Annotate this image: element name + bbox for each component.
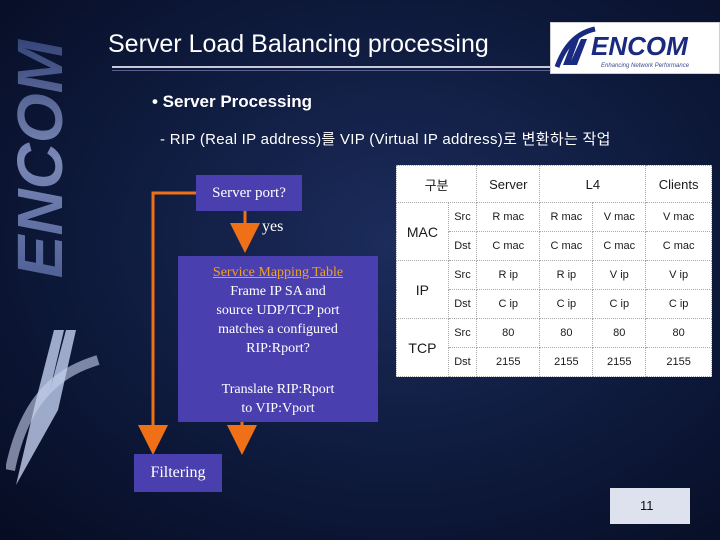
translation-table: 구분 Server L4 Clients MAC Src R mac R mac…	[395, 165, 712, 377]
table-cell: V mac	[645, 202, 712, 232]
table-row: TCP Src 80 80 80 80	[396, 318, 712, 377]
bullet-heading: • Server Processing	[152, 92, 312, 111]
title-rule	[112, 66, 718, 68]
table-cell: 2155	[539, 347, 594, 377]
table-cell: C ip	[645, 289, 712, 319]
mapping-line: RIP:Rport?	[246, 341, 310, 356]
table-cell: Dst	[447, 231, 478, 261]
table-cell: V ip	[645, 260, 712, 290]
table-cell: V mac	[592, 202, 647, 232]
watermark-text: ENCOM	[6, 38, 76, 278]
slide-title: Server Load Balancing processing	[108, 30, 489, 58]
encom-watermark-logo: ENCOM	[6, 38, 100, 485]
table-cell: Src	[447, 260, 478, 290]
group-cell: IP	[396, 260, 449, 319]
table-row: Dst C mac C mac C mac C mac	[397, 231, 712, 261]
filtering-box: Filtering	[134, 454, 222, 492]
table-cell: C mac	[476, 231, 541, 261]
table-header-row: 구분 Server L4 Clients	[395, 165, 712, 203]
translate-line: Translate RIP:Rport	[221, 382, 335, 397]
yes-label: yes	[262, 218, 284, 235]
table-cell: R mac	[476, 202, 541, 232]
table-cell: 80	[645, 318, 712, 348]
mapping-box: Service Mapping Table Frame IP SA and so…	[178, 256, 378, 422]
server-port-decision: Server port?	[196, 175, 302, 211]
header-cell: L4	[539, 165, 647, 203]
header-cell: Clients	[645, 165, 712, 203]
table-cell: C ip	[539, 289, 594, 319]
header-cell: 구분	[395, 165, 478, 203]
table-cell: C ip	[592, 289, 647, 319]
table-cell: C mac	[592, 231, 647, 261]
translate-line: to VIP:Vport	[241, 401, 315, 416]
table-cell: C mac	[645, 231, 712, 261]
page-number-box	[610, 488, 690, 524]
table-cell: 80	[539, 318, 594, 348]
table-cell: 2155	[592, 347, 647, 377]
sub-description: - RIP (Real IP address)를 VIP (Virtual IP…	[160, 131, 611, 148]
logo-tagline: Enhancing Network Performance	[601, 63, 690, 69]
table-cell: Src	[447, 202, 478, 232]
header-cell: Server	[476, 165, 541, 203]
table-cell: 2155	[476, 347, 541, 377]
mapping-line: source UDP/TCP port	[216, 303, 340, 318]
table-cell: R mac	[539, 202, 594, 232]
group-cell: MAC	[396, 202, 449, 261]
table-cell: 2155	[645, 347, 712, 377]
logo-wordmark: ENCOM	[591, 31, 689, 61]
mapping-line: matches a configured	[218, 322, 338, 337]
table-cell: Dst	[447, 289, 478, 319]
group-cell: TCP	[396, 318, 449, 377]
table-cell: 80	[476, 318, 541, 348]
table-cell: R ip	[476, 260, 541, 290]
arrow-no-branch	[138, 191, 196, 455]
table-cell: V ip	[592, 260, 647, 290]
page-number: 11	[640, 498, 654, 513]
mapping-line: Frame IP SA and	[230, 284, 326, 299]
encom-logo: ENCOM Enhancing Network Performance	[550, 22, 720, 74]
table-cell: Dst	[447, 347, 478, 377]
title-rule-secondary	[112, 70, 718, 71]
table-row: MAC Src R mac R mac V mac V mac	[396, 202, 712, 261]
mapping-link[interactable]: Service Mapping Table	[212, 265, 344, 280]
table-row: IP Src R ip R ip V ip V ip	[396, 260, 712, 319]
table-cell: Src	[447, 318, 478, 348]
table-cell: 80	[592, 318, 647, 348]
table-cell: R ip	[539, 260, 594, 290]
table-row: Dst 2155 2155 2155 2155	[397, 347, 712, 377]
table-cell: C ip	[476, 289, 541, 319]
table-cell: C mac	[539, 231, 594, 261]
table-row: Dst C ip C ip C ip C ip	[397, 289, 712, 319]
